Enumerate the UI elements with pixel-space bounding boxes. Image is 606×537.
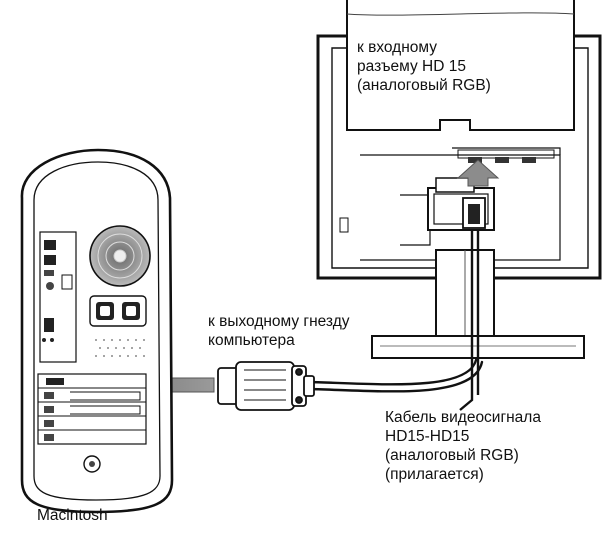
computer-output-label: к выходному гнезду компьютера — [208, 312, 349, 350]
cable-label: Кабель видеосигнала HD15-HD15 (аналоговы… — [385, 408, 541, 484]
vga-cable — [308, 358, 484, 393]
cable-label-line-1: Кабель видеосигнала — [385, 409, 541, 426]
monitor-input-label-line-2: разъему HD 15 — [357, 58, 466, 75]
cable-label-line-3: (аналоговый RGB) — [385, 447, 519, 464]
monitor-input-label-line-3: (аналоговый RGB) — [357, 77, 491, 94]
cable-label-line-2: HD15-HD15 — [385, 428, 470, 445]
macintosh-tower — [20, 148, 174, 514]
computer-output-label-line-2: компьютера — [208, 332, 295, 349]
monitor-input-label: к входному разъему HD 15 (аналоговый RGB… — [357, 38, 491, 95]
computer-name-label: Macintosh — [37, 507, 108, 524]
monitor-input-arrow — [456, 159, 500, 187]
cable-label-line-4: (прилагается) — [385, 466, 484, 483]
computer-output-label-line-1: к выходному гнезду — [208, 313, 350, 330]
monitor-input-label-line-1: к входному — [357, 39, 437, 56]
hd15-plug — [217, 361, 315, 411]
monitor — [316, 0, 602, 411]
